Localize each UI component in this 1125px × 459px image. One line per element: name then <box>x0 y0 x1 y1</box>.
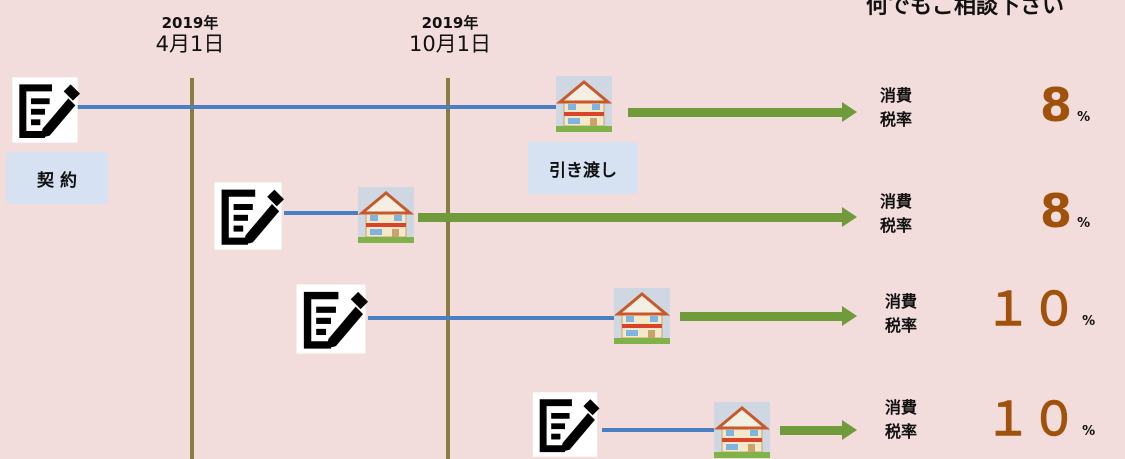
arrow-icon <box>842 306 857 326</box>
tax-rate-label: 消費 税率 <box>880 190 912 238</box>
house-icon <box>614 288 670 344</box>
rate-number: １０ <box>985 282 1077 336</box>
tax-label-line1: 消費 <box>880 86 913 105</box>
tax-rate-value: １０ % <box>985 396 1095 442</box>
tax-rate-value: 8 % <box>1040 188 1090 234</box>
date-monthday: 4月1日 <box>155 32 225 56</box>
rate-unit: % <box>1077 110 1091 125</box>
tax-label-line1: 消費 <box>885 398 918 417</box>
tax-label-line1: 消費 <box>880 192 913 211</box>
tax-rate-label: 消費 税率 <box>885 290 917 338</box>
tax-label-line2: 税率 <box>885 422 918 441</box>
arrow-line <box>628 108 843 117</box>
contract-document-icon <box>294 282 368 356</box>
house-icon <box>358 187 414 243</box>
tax-label-line2: 税率 <box>885 316 918 335</box>
arrow-icon <box>842 102 857 122</box>
tax-rate-value: 8 % <box>1040 82 1090 128</box>
contract-line <box>368 316 616 320</box>
date-year: 2019年 <box>161 14 219 32</box>
rate-number: 8 <box>1040 78 1073 132</box>
rate-number: 8 <box>1040 184 1073 238</box>
contract-line <box>602 428 716 432</box>
contract-label: 契 約 <box>6 152 108 204</box>
contract-line <box>72 105 557 109</box>
tax-rate-label: 消費 税率 <box>885 396 917 444</box>
date-monthday: 10月1日 <box>408 32 492 56</box>
arrow-icon <box>842 207 857 227</box>
rate-unit: % <box>1077 216 1091 231</box>
arrow-icon <box>842 420 857 440</box>
arrow-line <box>780 426 843 435</box>
arrow-line <box>418 213 843 222</box>
date-year: 2019年 <box>421 14 479 32</box>
contract-document-icon <box>212 180 284 252</box>
contract-document-icon <box>528 390 602 459</box>
contract-document-icon <box>10 75 80 145</box>
consultation-note: 何でもご相談下さい <box>866 0 1065 19</box>
rate-number: １０ <box>985 392 1077 446</box>
tax-rate-value: １０ % <box>985 286 1095 332</box>
tax-rate-label: 消費 税率 <box>880 84 912 132</box>
date-header-april: 2019年 4月1日 <box>140 12 240 55</box>
date-header-october: 2019年 10月1日 <box>390 12 510 55</box>
arrow-line <box>680 312 843 321</box>
tax-label-line2: 税率 <box>880 110 913 129</box>
tax-label-line2: 税率 <box>880 216 913 235</box>
timeline-april <box>190 78 194 459</box>
house-icon <box>556 76 612 132</box>
rate-unit: % <box>1082 314 1096 329</box>
tax-label-line1: 消費 <box>885 292 918 311</box>
timeline-october <box>446 78 450 459</box>
house-icon <box>714 402 770 458</box>
contract-line <box>284 211 360 215</box>
delivery-label: 引き渡し <box>528 142 638 194</box>
rate-unit: % <box>1082 424 1096 439</box>
